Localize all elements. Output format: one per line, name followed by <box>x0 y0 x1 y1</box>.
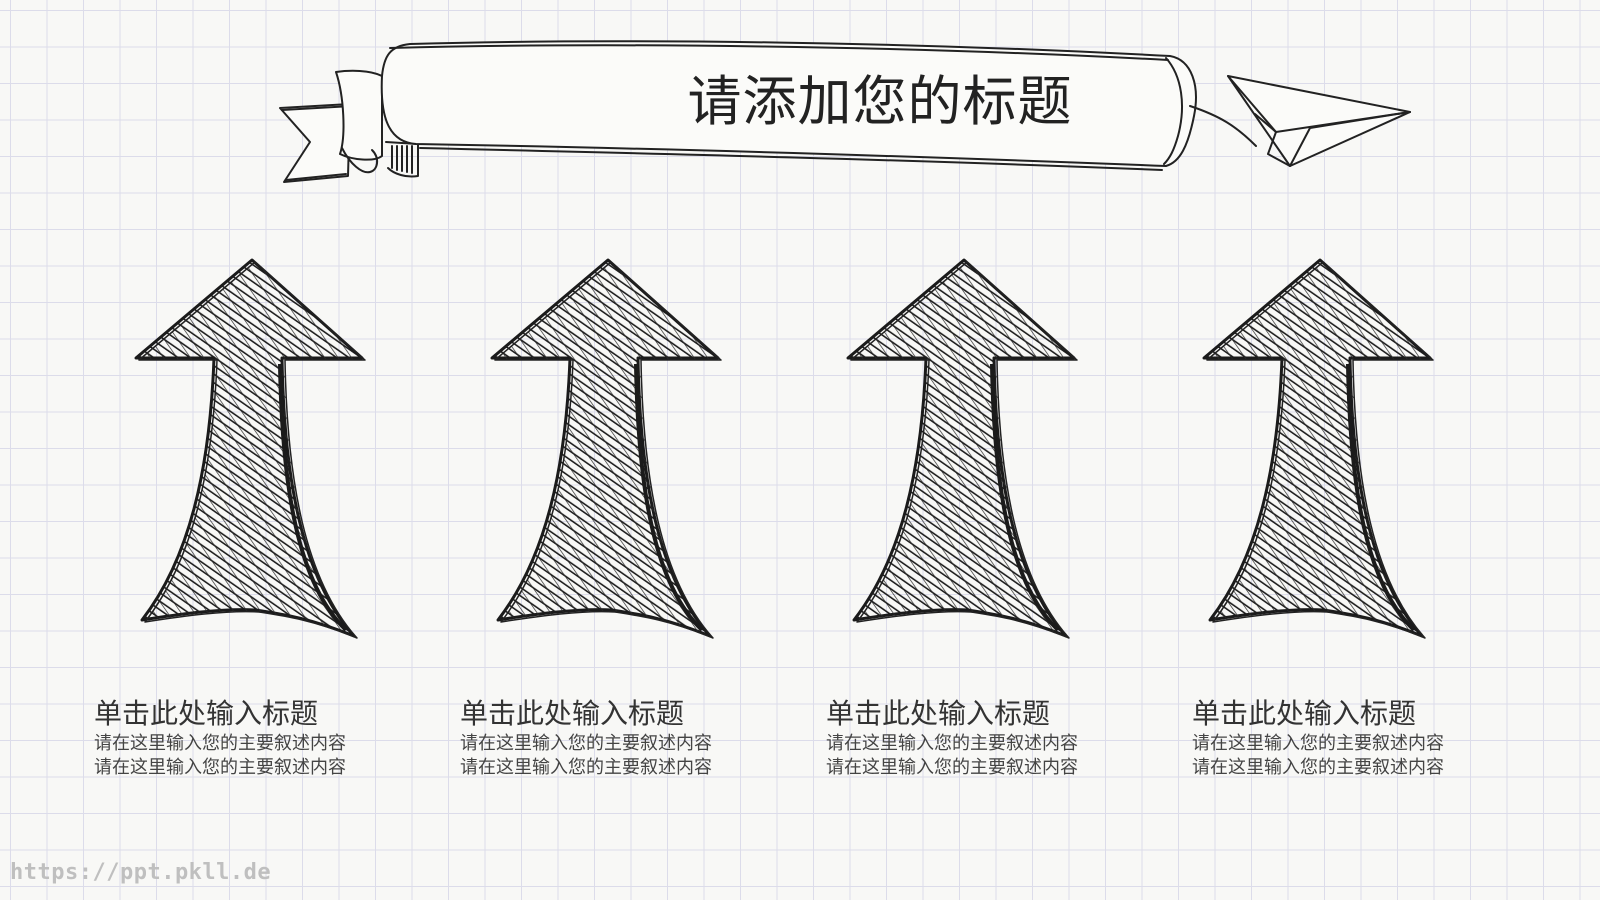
text-card-4: 单击此处输入标题 请在这里输入您的主要叙述内容 请在这里输入您的主要叙述内容 <box>1192 696 1492 780</box>
ribbon-banner-icon <box>279 40 1411 183</box>
card-desc-line-2[interactable]: 请在这里输入您的主要叙述内容 <box>1192 757 1444 778</box>
card-desc-line-1[interactable]: 请在这里输入您的主要叙述内容 <box>460 733 712 754</box>
card-desc-line-2[interactable]: 请在这里输入您的主要叙述内容 <box>460 757 712 778</box>
text-card-1: 单击此处输入标题 请在这里输入您的主要叙述内容 请在这里输入您的主要叙述内容 <box>94 696 394 780</box>
watermark-url: https://ppt.pkll.de <box>10 860 272 885</box>
card-desc-line-1[interactable]: 请在这里输入您的主要叙述内容 <box>1192 733 1444 754</box>
card-title[interactable]: 单击此处输入标题 <box>1192 697 1417 730</box>
card-desc-line-1[interactable]: 请在这里输入您的主要叙述内容 <box>826 733 1078 754</box>
text-card-3: 单击此处输入标题 请在这里输入您的主要叙述内容 请在这里输入您的主要叙述内容 <box>826 696 1126 780</box>
card-title[interactable]: 单击此处输入标题 <box>826 697 1051 730</box>
title-banner: 请添加您的标题 <box>270 36 1450 196</box>
card-desc-line-2[interactable]: 请在这里输入您的主要叙述内容 <box>94 757 346 778</box>
card-desc-line-1[interactable]: 请在这里输入您的主要叙述内容 <box>94 733 346 754</box>
slide-title[interactable]: 请添加您的标题 <box>687 70 1073 133</box>
text-card-2: 单击此处输入标题 请在这里输入您的主要叙述内容 请在这里输入您的主要叙述内容 <box>460 696 760 780</box>
sketch-arrow-up-icon <box>490 258 722 639</box>
card-title[interactable]: 单击此处输入标题 <box>460 697 685 730</box>
card-desc-line-2[interactable]: 请在这里输入您的主要叙述内容 <box>826 757 1078 778</box>
card-title[interactable]: 单击此处输入标题 <box>94 697 319 730</box>
sketch-arrow-up-icon <box>134 258 366 639</box>
sketch-arrow-up-icon <box>846 258 1078 639</box>
paper-plane-icon <box>1227 75 1411 167</box>
sketch-arrow-up-icon <box>1202 258 1434 639</box>
